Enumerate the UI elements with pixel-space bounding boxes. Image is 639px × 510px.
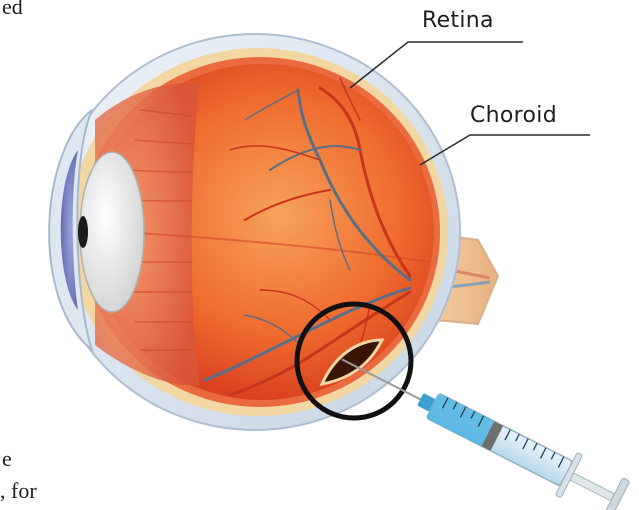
pupil [78, 216, 88, 248]
lens [80, 152, 144, 312]
